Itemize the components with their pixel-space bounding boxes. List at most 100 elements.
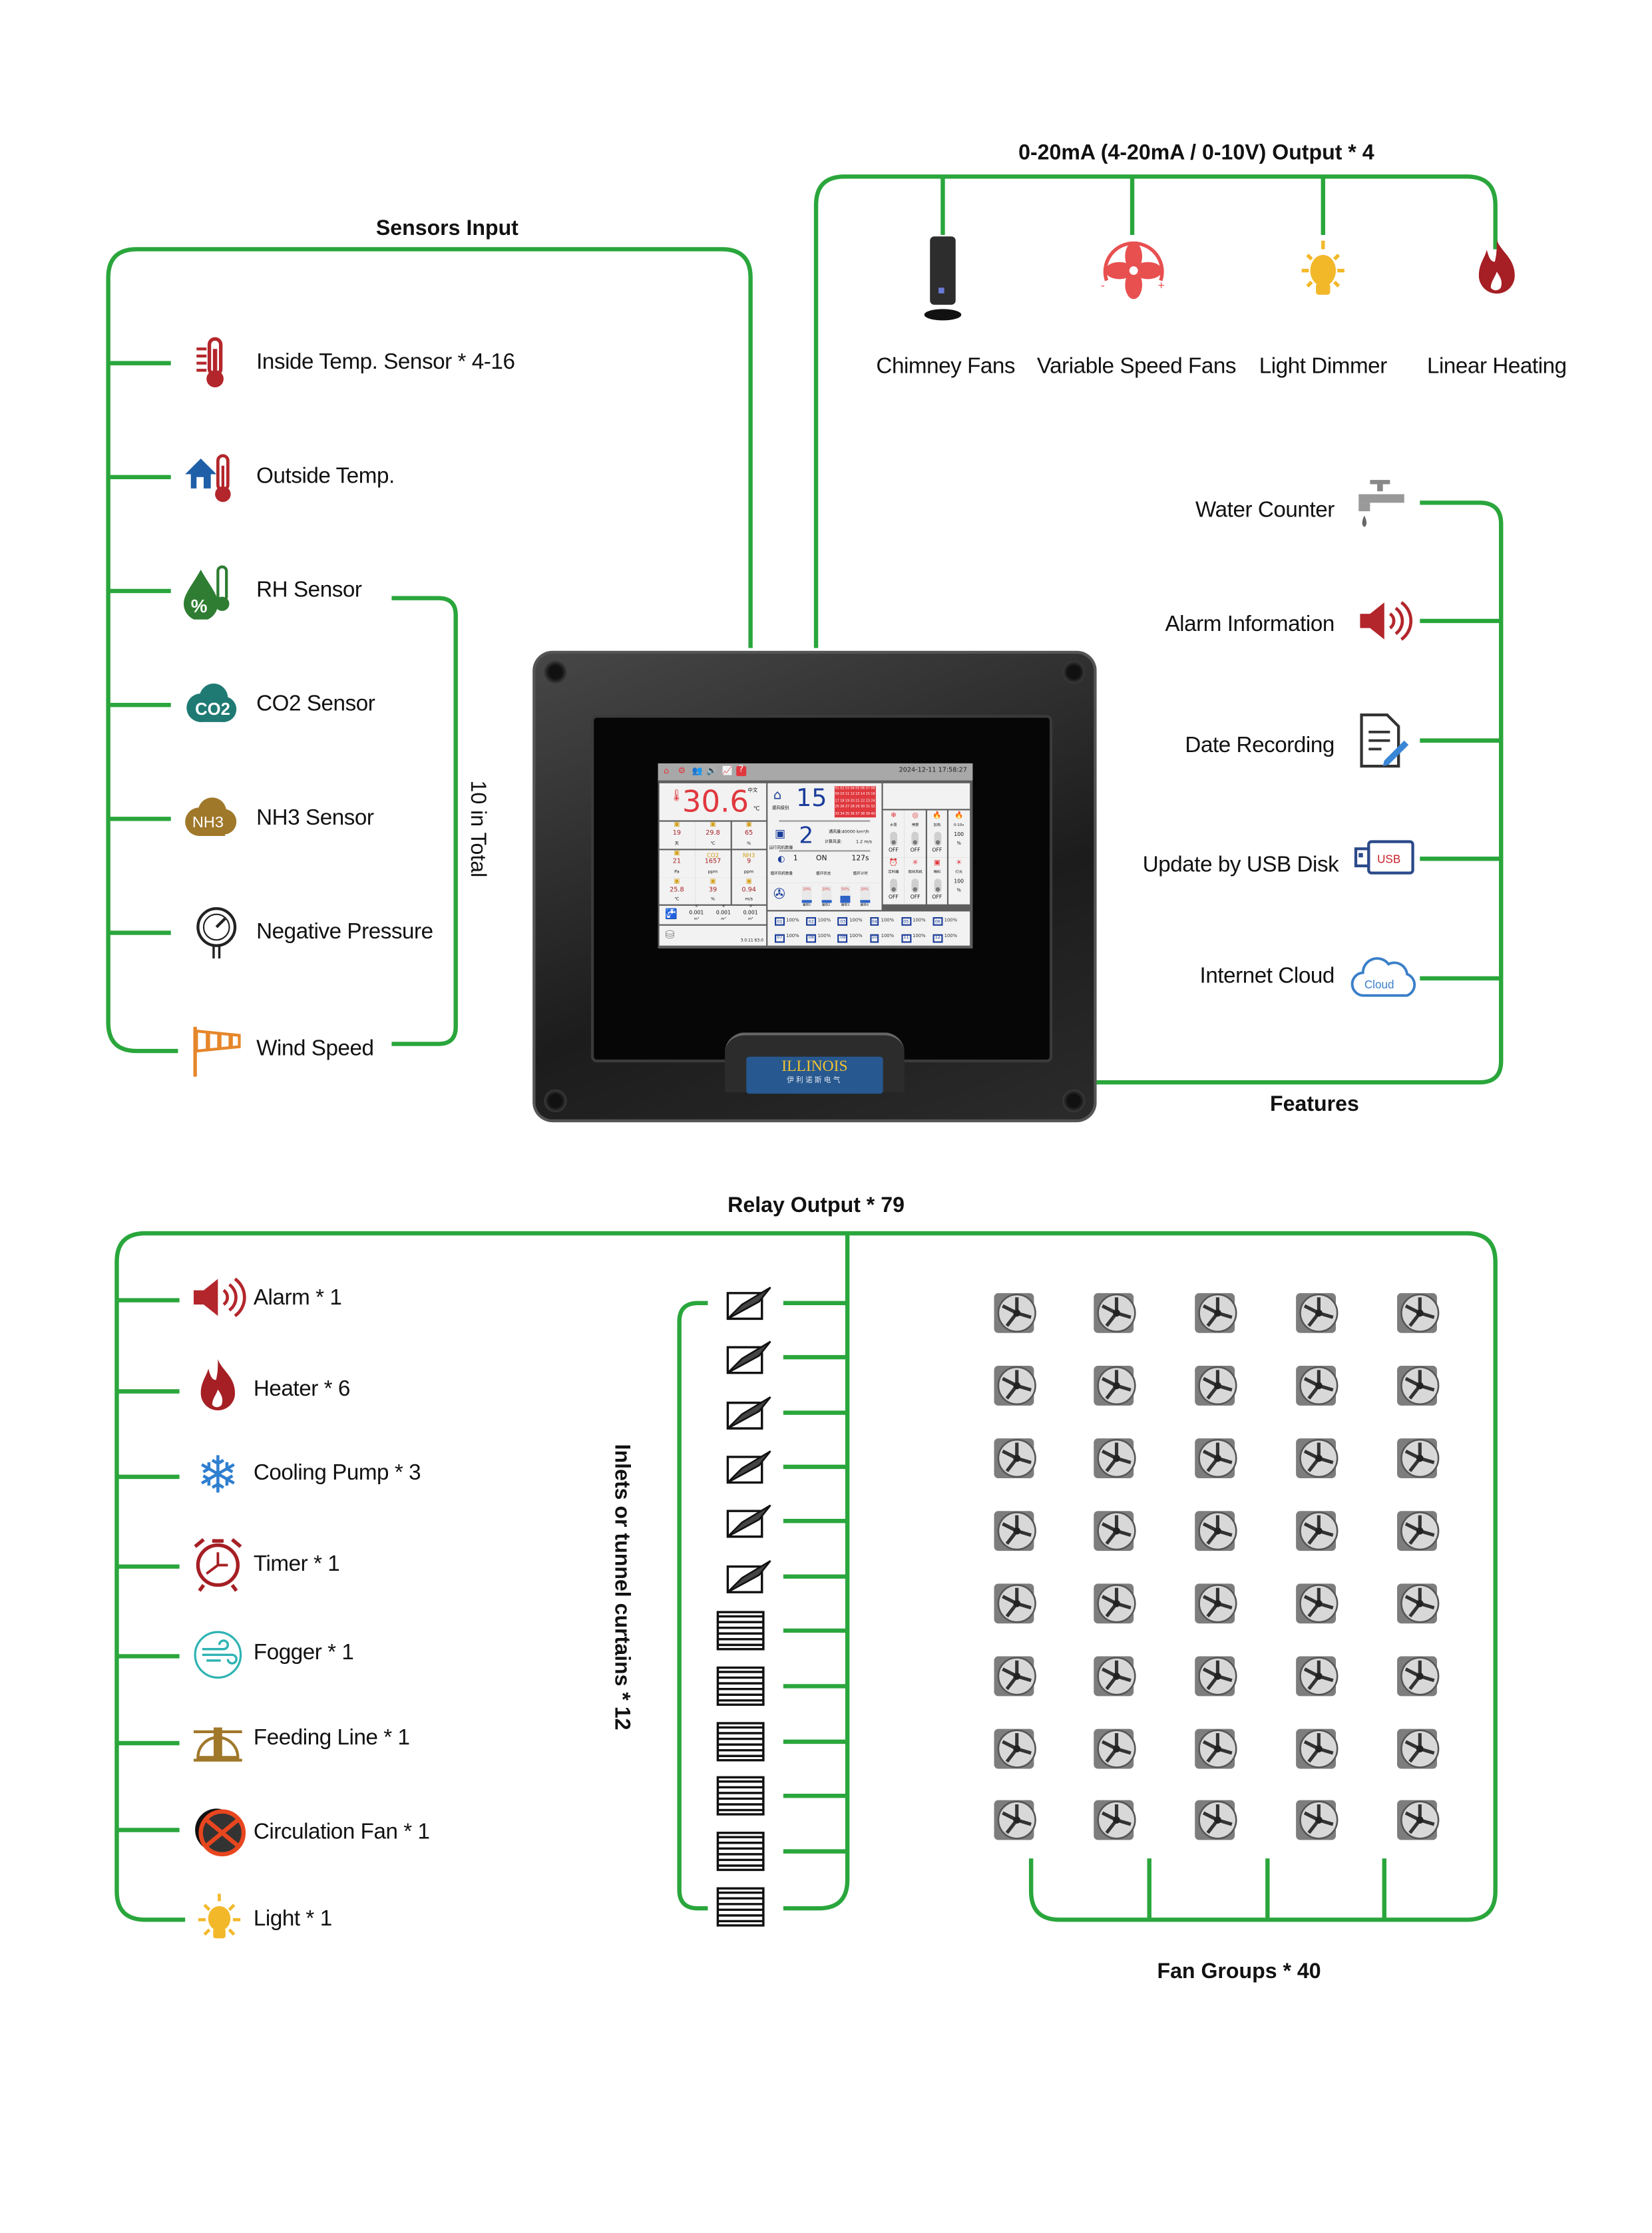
analog-output-title: 0-20mA (4-20mA / 0-10V) Output * 4 (1018, 140, 1374, 166)
toggle-switch[interactable] (890, 831, 898, 845)
output-label-chimney-fans: Chimney Fans (876, 354, 1016, 379)
circulation-status: ON (816, 853, 827, 863)
switch-state: OFF (932, 847, 942, 853)
switch-value: 100 (954, 831, 964, 837)
sensors-total-label: 10 in Total (465, 780, 491, 878)
level-cell: 28 (850, 805, 855, 809)
reading-unit: 天 (674, 839, 680, 845)
switch-icon: ☀ (955, 859, 962, 868)
level-cell: 38 (861, 811, 865, 816)
exhaust-fan-icon (1091, 1652, 1139, 1701)
meter-unit: m³ (694, 916, 699, 922)
level-cell: 10 (840, 792, 845, 797)
users-icon[interactable]: 👥 (692, 766, 703, 777)
co2-cloud-icon: CO2 (182, 676, 240, 733)
fan-group-value: 100% (849, 916, 863, 923)
house-thermometer-icon (182, 449, 240, 506)
half-circle-icon: ◐ (777, 853, 785, 864)
exhaust-fan-icon (1091, 1362, 1139, 1410)
fan-group-badge: 12 (932, 933, 943, 942)
reading-value: 9 (747, 859, 751, 866)
silo-panel: ⛁ 3.0.11 63.0 (659, 924, 767, 945)
sensor-label-co2: CO2 Sensor (256, 692, 375, 717)
language-toggle[interactable]: 中文 (747, 787, 758, 793)
reading-unit: Pa (674, 868, 680, 874)
exhaust-fan-icon (1091, 1725, 1139, 1773)
temperature-value: 30.6 (682, 783, 749, 819)
toggle-switch[interactable] (890, 879, 898, 893)
fan-group-badge: 02 (806, 916, 817, 926)
level-cell: 30 (861, 805, 865, 809)
feature-label-alarm-information: Alarm Information (1165, 612, 1335, 637)
sensor-label-inside-temp: Inside Temp. Sensor * 4-16 (256, 350, 515, 375)
firmware-version: 3.0.11 63.0 (740, 936, 763, 942)
reading-value: 21 (672, 859, 682, 866)
switch-label: 搅拌风机 (908, 870, 923, 875)
reading-unit: ℃ (710, 839, 716, 845)
exhaust-fan-icon (1192, 1725, 1241, 1773)
screw-icon (1062, 1089, 1086, 1113)
touch-screen[interactable]: ⌂ ⚙ 👥 🔊 📈 ? 2024-12-11 17:58:27 🌡 30.6 中… (658, 763, 973, 949)
tunnel-curtain-icon (715, 1609, 766, 1652)
switch-unit: % (956, 839, 961, 845)
feeding-line-icon (190, 1715, 247, 1772)
curtain-bar[interactable] (840, 885, 851, 903)
level-cell: 35 (845, 811, 850, 816)
level-cell: 39 (865, 811, 870, 816)
help-icon[interactable]: ? (736, 765, 747, 777)
level-cell: 32 (871, 805, 875, 809)
relay-label-alarm: Alarm * 1 (253, 1286, 342, 1311)
divider (779, 820, 871, 821)
level-cell: 03 (845, 786, 850, 791)
feature-label-date-recording: Date Recording (1185, 733, 1335, 758)
chart-icon[interactable]: 📈 (722, 766, 733, 777)
svg-text:USB: USB (1377, 853, 1400, 866)
fan-groups-title: Fan Groups * 40 (1157, 1959, 1321, 1984)
meter-index: ② (722, 904, 725, 909)
toggle-switch[interactable] (912, 879, 919, 893)
home-icon[interactable]: ⌂ (664, 766, 670, 777)
curtain-bar[interactable] (801, 885, 812, 903)
feature-label-internet-cloud: Internet Cloud (1199, 964, 1335, 988)
switch-label: 灯光 (955, 870, 963, 875)
curtain-bar[interactable] (821, 885, 831, 903)
toggle-switch[interactable] (933, 879, 941, 893)
toggle-switch[interactable] (912, 831, 919, 845)
switch-icon: ▣ (933, 859, 940, 868)
fan-group-value: 100% (817, 933, 831, 939)
exhaust-fan-icon (1394, 1579, 1443, 1628)
switch-label: 0-10v (953, 822, 964, 827)
chimney-fan-icon (921, 234, 964, 322)
sound-icon[interactable]: 🔊 (706, 766, 718, 777)
inlet-flap-icon (722, 1391, 773, 1434)
switch-icon: ⏰ (889, 859, 899, 868)
switch-state: OFF (888, 847, 899, 853)
exhaust-fan-icon (1394, 1362, 1443, 1410)
toggle-switch[interactable] (933, 831, 941, 845)
exhaust-fan-icon (991, 1507, 1040, 1555)
sensors-input-title: Sensors Input (375, 216, 518, 241)
reading-cell: ▣29.8℃ (695, 821, 731, 849)
settings-icon[interactable]: ⚙ (678, 766, 686, 777)
exhaust-fan-icon (1192, 1652, 1241, 1701)
usb-icon: USB (1353, 839, 1416, 879)
switch-label: 喷雾 (911, 822, 919, 827)
curtain-bar[interactable] (859, 885, 870, 903)
fan-group-value: 100% (944, 933, 958, 939)
fan-group-badge: 04 (869, 916, 880, 926)
feature-label-water-counter: Water Counter (1195, 498, 1335, 523)
document-pen-icon (1353, 712, 1410, 769)
level-cell: 17 (835, 798, 839, 803)
level-cell: 25 (835, 805, 839, 809)
